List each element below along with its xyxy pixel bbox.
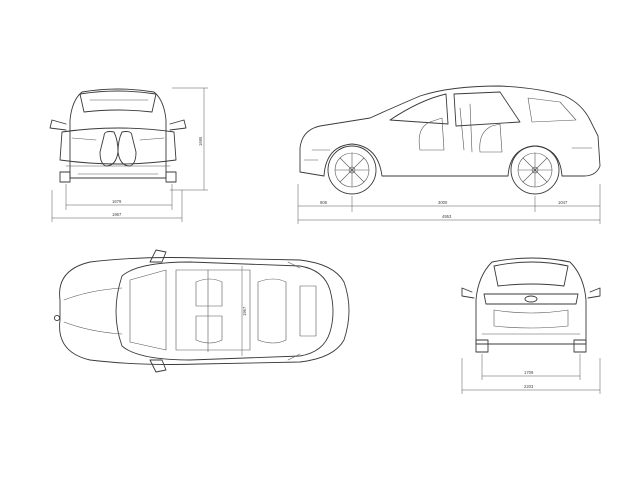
front-view	[49, 88, 187, 183]
side-wheelbase-label: 3000	[438, 200, 448, 205]
front-track-label: 1679	[112, 199, 122, 204]
front-height-label: 1695	[198, 136, 203, 146]
rear-track-label: 1709	[524, 370, 534, 375]
rear-view	[461, 257, 601, 353]
rear-badge-icon	[524, 295, 538, 303]
side-rear-overhang-label: 1047	[558, 200, 568, 205]
front-width-label: 1967	[112, 212, 122, 217]
side-front-overhang-label: 906	[320, 200, 328, 205]
rear-view-dimensions: 1709 2203	[461, 354, 601, 394]
top-view: 1967	[53, 249, 350, 373]
side-length-label: 4953	[442, 214, 452, 219]
rear-width-label: 2203	[524, 384, 534, 389]
side-view	[299, 85, 601, 195]
top-interior-label: 1967	[242, 306, 247, 316]
bmw-roundel-icon	[53, 314, 61, 322]
front-view-dimensions: 1695 1679 1967	[51, 87, 208, 222]
side-view-dimensions: 906 3000 1047 4953	[297, 184, 601, 224]
